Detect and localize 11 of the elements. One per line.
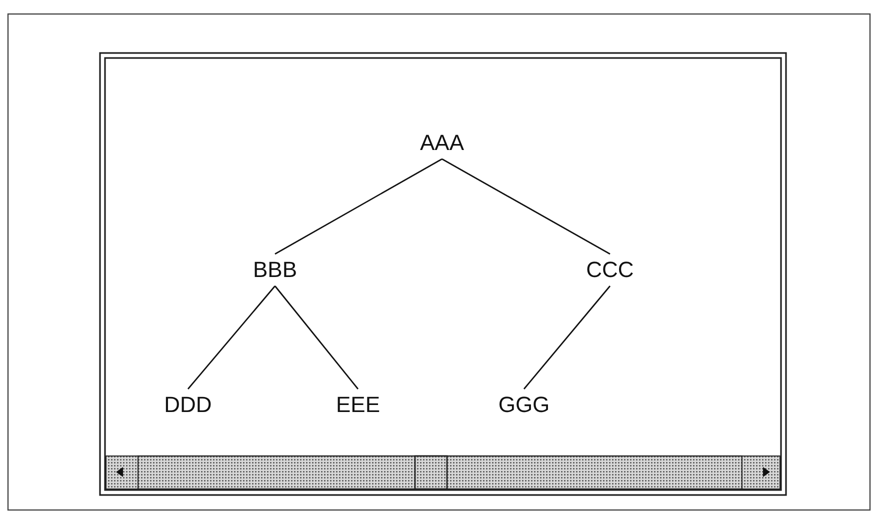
- connector-line: [274, 286, 359, 390]
- connector-line: [274, 158, 442, 255]
- connector-line: [442, 158, 610, 255]
- node-label: GGG: [498, 392, 550, 418]
- node-label: AAA: [420, 130, 464, 156]
- connector-line: [523, 286, 611, 390]
- node-label: CCC: [586, 257, 634, 283]
- node-label: BBB: [252, 257, 298, 283]
- connector-line: [187, 286, 276, 390]
- node-label: DDD: [164, 392, 212, 418]
- node-label: EEE: [336, 392, 380, 418]
